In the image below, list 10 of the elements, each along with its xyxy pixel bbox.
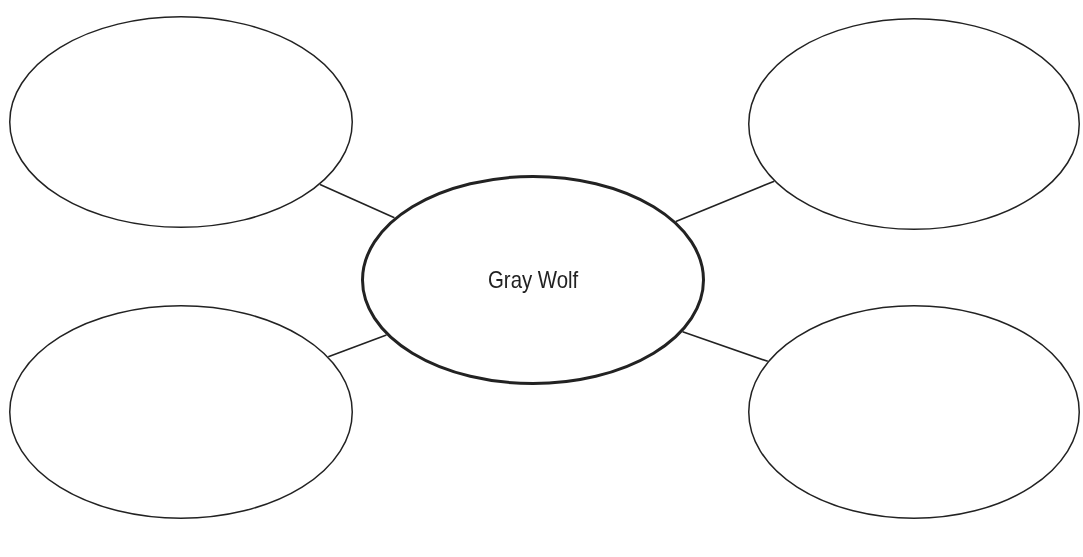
connector-line: [319, 183, 396, 219]
connector-line: [681, 331, 769, 363]
connector-line: [675, 180, 776, 223]
connector-line: [327, 334, 388, 358]
empty-ellipse: [748, 18, 1080, 230]
empty-ellipse: [9, 16, 353, 228]
empty-ellipse: [748, 305, 1080, 519]
empty-ellipse: [9, 305, 353, 519]
topic-label: Gray Wolf: [487, 266, 579, 294]
topic-ellipse: [361, 175, 705, 385]
